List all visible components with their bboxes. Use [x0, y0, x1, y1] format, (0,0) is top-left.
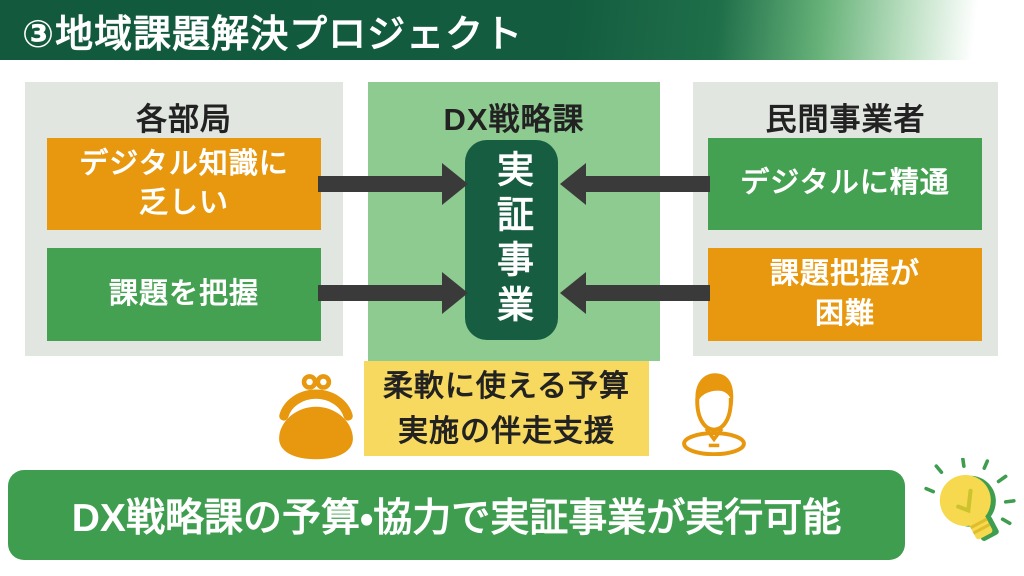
box-line: 課題を把握 — [108, 277, 259, 310]
slide-title: ③地域課題解決プロジェクト — [22, 13, 524, 56]
box-issues-understood: 課題を把握 — [47, 248, 321, 341]
pilot-project-pill: 実証事業 — [465, 140, 558, 340]
arrow-right-bottom-icon — [560, 272, 710, 314]
coin-purse-icon — [279, 374, 353, 460]
support-line-accompaniment: 実施の伴走支援 — [398, 414, 615, 448]
pilot-project-label: 実証事業 — [491, 150, 533, 330]
lightbulb-icon — [924, 458, 1016, 541]
box-line: 課題把握が — [769, 258, 920, 291]
right-panel-private-businesses: 民間事業者 デジタルに精通 課題把握が 困難 — [693, 82, 998, 356]
box-line: 乏しい — [138, 187, 229, 219]
box-line: デジタル知識に — [79, 147, 289, 180]
arrow-right-top-icon — [560, 163, 710, 205]
arrow-left-top-icon — [318, 163, 468, 205]
conclusion-banner: DX戦略課の予算・協力で実証事業が実行可能 — [8, 470, 905, 560]
center-panel-title: DX戦略課 — [443, 102, 585, 137]
left-panel-title: 各部局 — [136, 102, 232, 137]
support-line-budget: 柔軟に使える予算 — [382, 369, 631, 403]
box-digital-expertise: デジタルに精通 — [708, 138, 982, 230]
right-panel-title: 民間事業者 — [765, 102, 926, 137]
left-panel-departments: 各部局 デジタル知識に 乏しい 課題を把握 — [25, 82, 343, 356]
conclusion-text: DX戦略課の予算・協力で実証事業が実行可能 — [71, 497, 842, 540]
box-line: デジタルに精通 — [740, 167, 950, 200]
arrow-left-bottom-icon — [318, 272, 468, 314]
box-digital-knowledge-lacking: デジタル知識に 乏しい — [47, 138, 321, 230]
slide-header: ③地域課題解決プロジェクト — [0, 0, 1024, 60]
box-issue-grasp-difficult: 課題把握が 困難 — [708, 248, 982, 341]
support-box: 柔軟に使える予算 実施の伴走支援 — [364, 361, 649, 456]
person-icon — [682, 373, 746, 456]
box-line: 困難 — [814, 297, 875, 330]
